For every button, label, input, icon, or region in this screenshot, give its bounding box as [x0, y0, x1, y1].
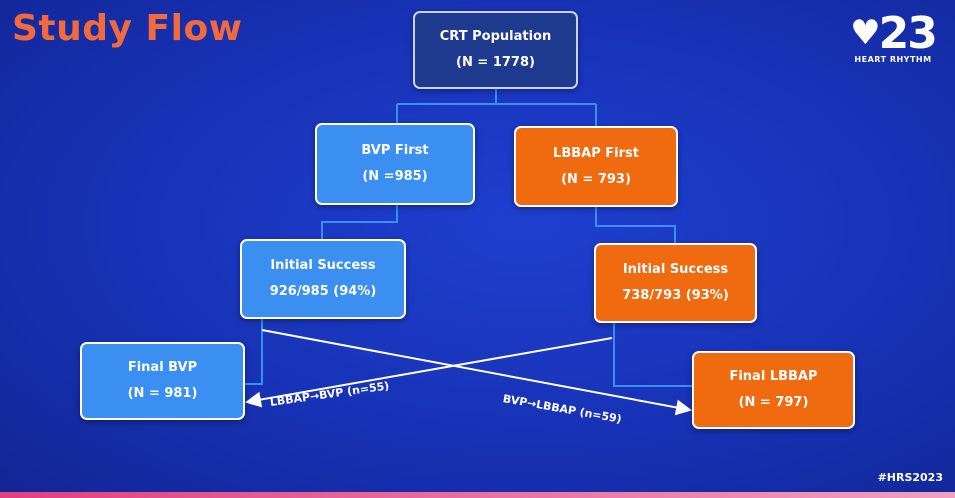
box-title: Final BVP — [127, 360, 198, 375]
box-count: 926/985 (94%) — [269, 284, 377, 299]
hrs-logo: ♥23 HEART RHYTHM — [843, 8, 943, 74]
box-title: BVP First — [361, 143, 429, 158]
box-title: CRT Population — [439, 29, 552, 44]
box-count: 738/793 (93%) — [622, 288, 729, 303]
box-title: Initial Success — [270, 258, 376, 273]
logo-text: HEART RHYTHM — [854, 55, 932, 64]
heart-icon: ♥ — [850, 13, 881, 53]
box-count: (N =985) — [362, 169, 428, 184]
box-count: (N = 793) — [561, 171, 631, 187]
final-bvp-box: Final BVP (N = 981) — [80, 342, 245, 420]
connector-bvp-first-success — [321, 204, 398, 240]
bottom-bar — [0, 492, 955, 498]
final-lbbap-box: Final LBBAP (N = 797) — [692, 351, 855, 429]
box-count: (N = 797) — [738, 395, 809, 410]
crossover-arrow-to-bvp — [245, 337, 613, 408]
lbbap-first-box: LBBAP First (N = 793) — [514, 126, 678, 207]
crossover-arrow-to-lbbap — [261, 329, 692, 416]
connector-root-split — [396, 88, 597, 126]
logo-number: ♥23 — [850, 8, 938, 59]
box-count: (N = 1778) — [456, 55, 535, 70]
box-count: (N = 981) — [127, 386, 198, 401]
lbbap-initial-success-box: Initial Success 738/793 (93%) — [594, 243, 757, 323]
connector-bvp-success-final — [245, 318, 263, 385]
crt-population-box: CRT Population (N = 1778) — [413, 11, 578, 89]
slide-title: Study Flow — [12, 8, 243, 49]
connector-lbbap-first-success — [595, 206, 676, 244]
box-title: LBBAP First — [553, 145, 639, 161]
bvp-initial-success-box: Initial Success 926/985 (94%) — [240, 239, 406, 319]
connector-lbbap-success-final — [613, 322, 692, 387]
bvp-first-box: BVP First (N =985) — [315, 123, 475, 205]
box-title: Initial Success — [622, 262, 729, 277]
hashtag: #HRS2023 — [877, 471, 943, 484]
box-title: Final LBBAP — [729, 369, 818, 384]
